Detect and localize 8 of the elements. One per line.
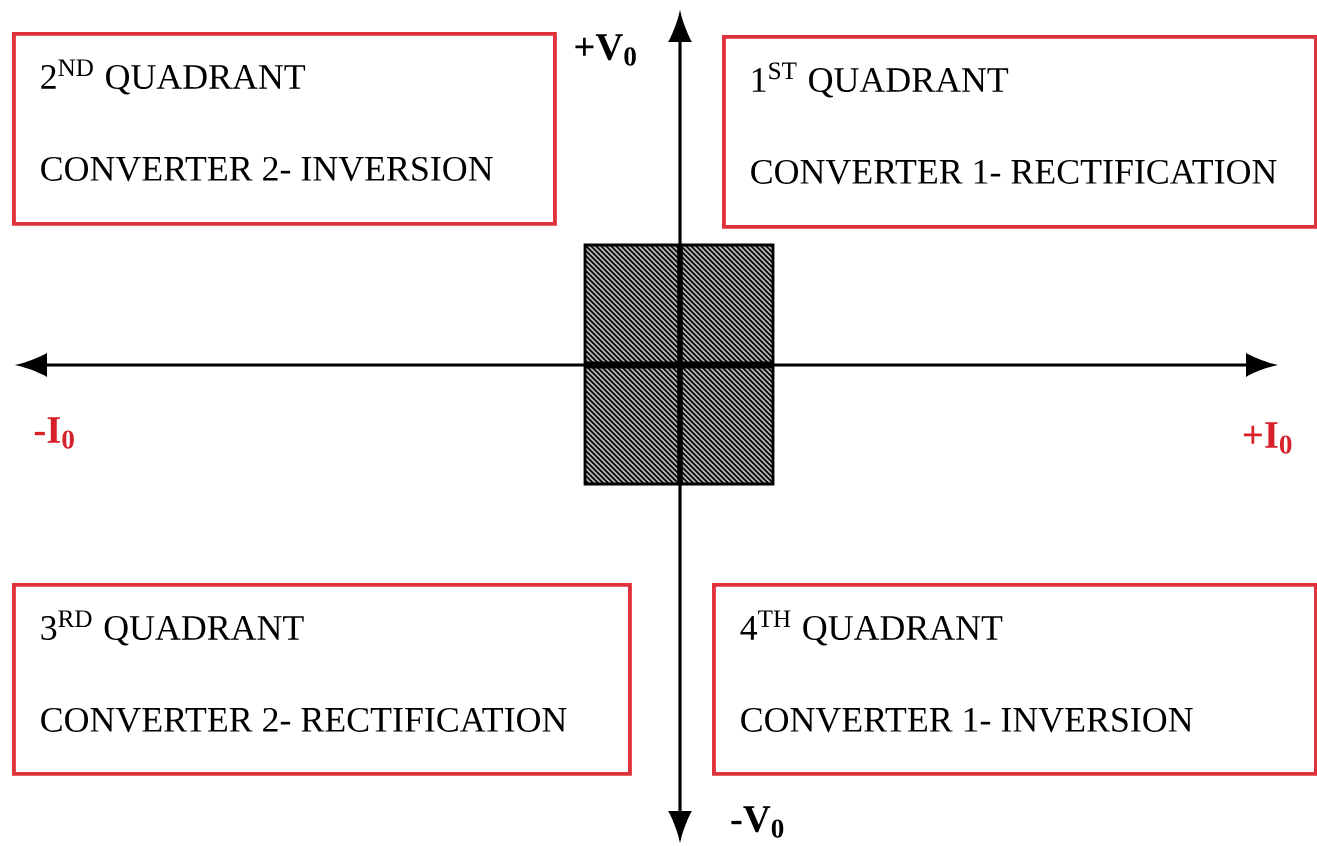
- quadrant-box: 2$^{ND}$ QUADRANT CONVERTER 2- INVERSION: [12, 31, 557, 226]
- axis-label: +V$_{0}$: [575, 34, 636, 66]
- quadrant-box: 3$^{RD}$ QUADRANT CONVERTER 2- RECTIFICATION: [12, 583, 632, 776]
- axis-label: -V$_{0}$: [731, 806, 784, 838]
- axis-label: +I$_{0}$: [1243, 422, 1292, 454]
- quadrant-box: 1$^{ST}$ QUADRANT CONVERTER 1- RECTIFICATION: [722, 35, 1317, 229]
- axis-label: -I$_{0}$: [34, 417, 74, 449]
- quadrant-box: 4$^{TH}$ QUADRANT CONVERTER 1- INVERSION: [712, 583, 1317, 776]
